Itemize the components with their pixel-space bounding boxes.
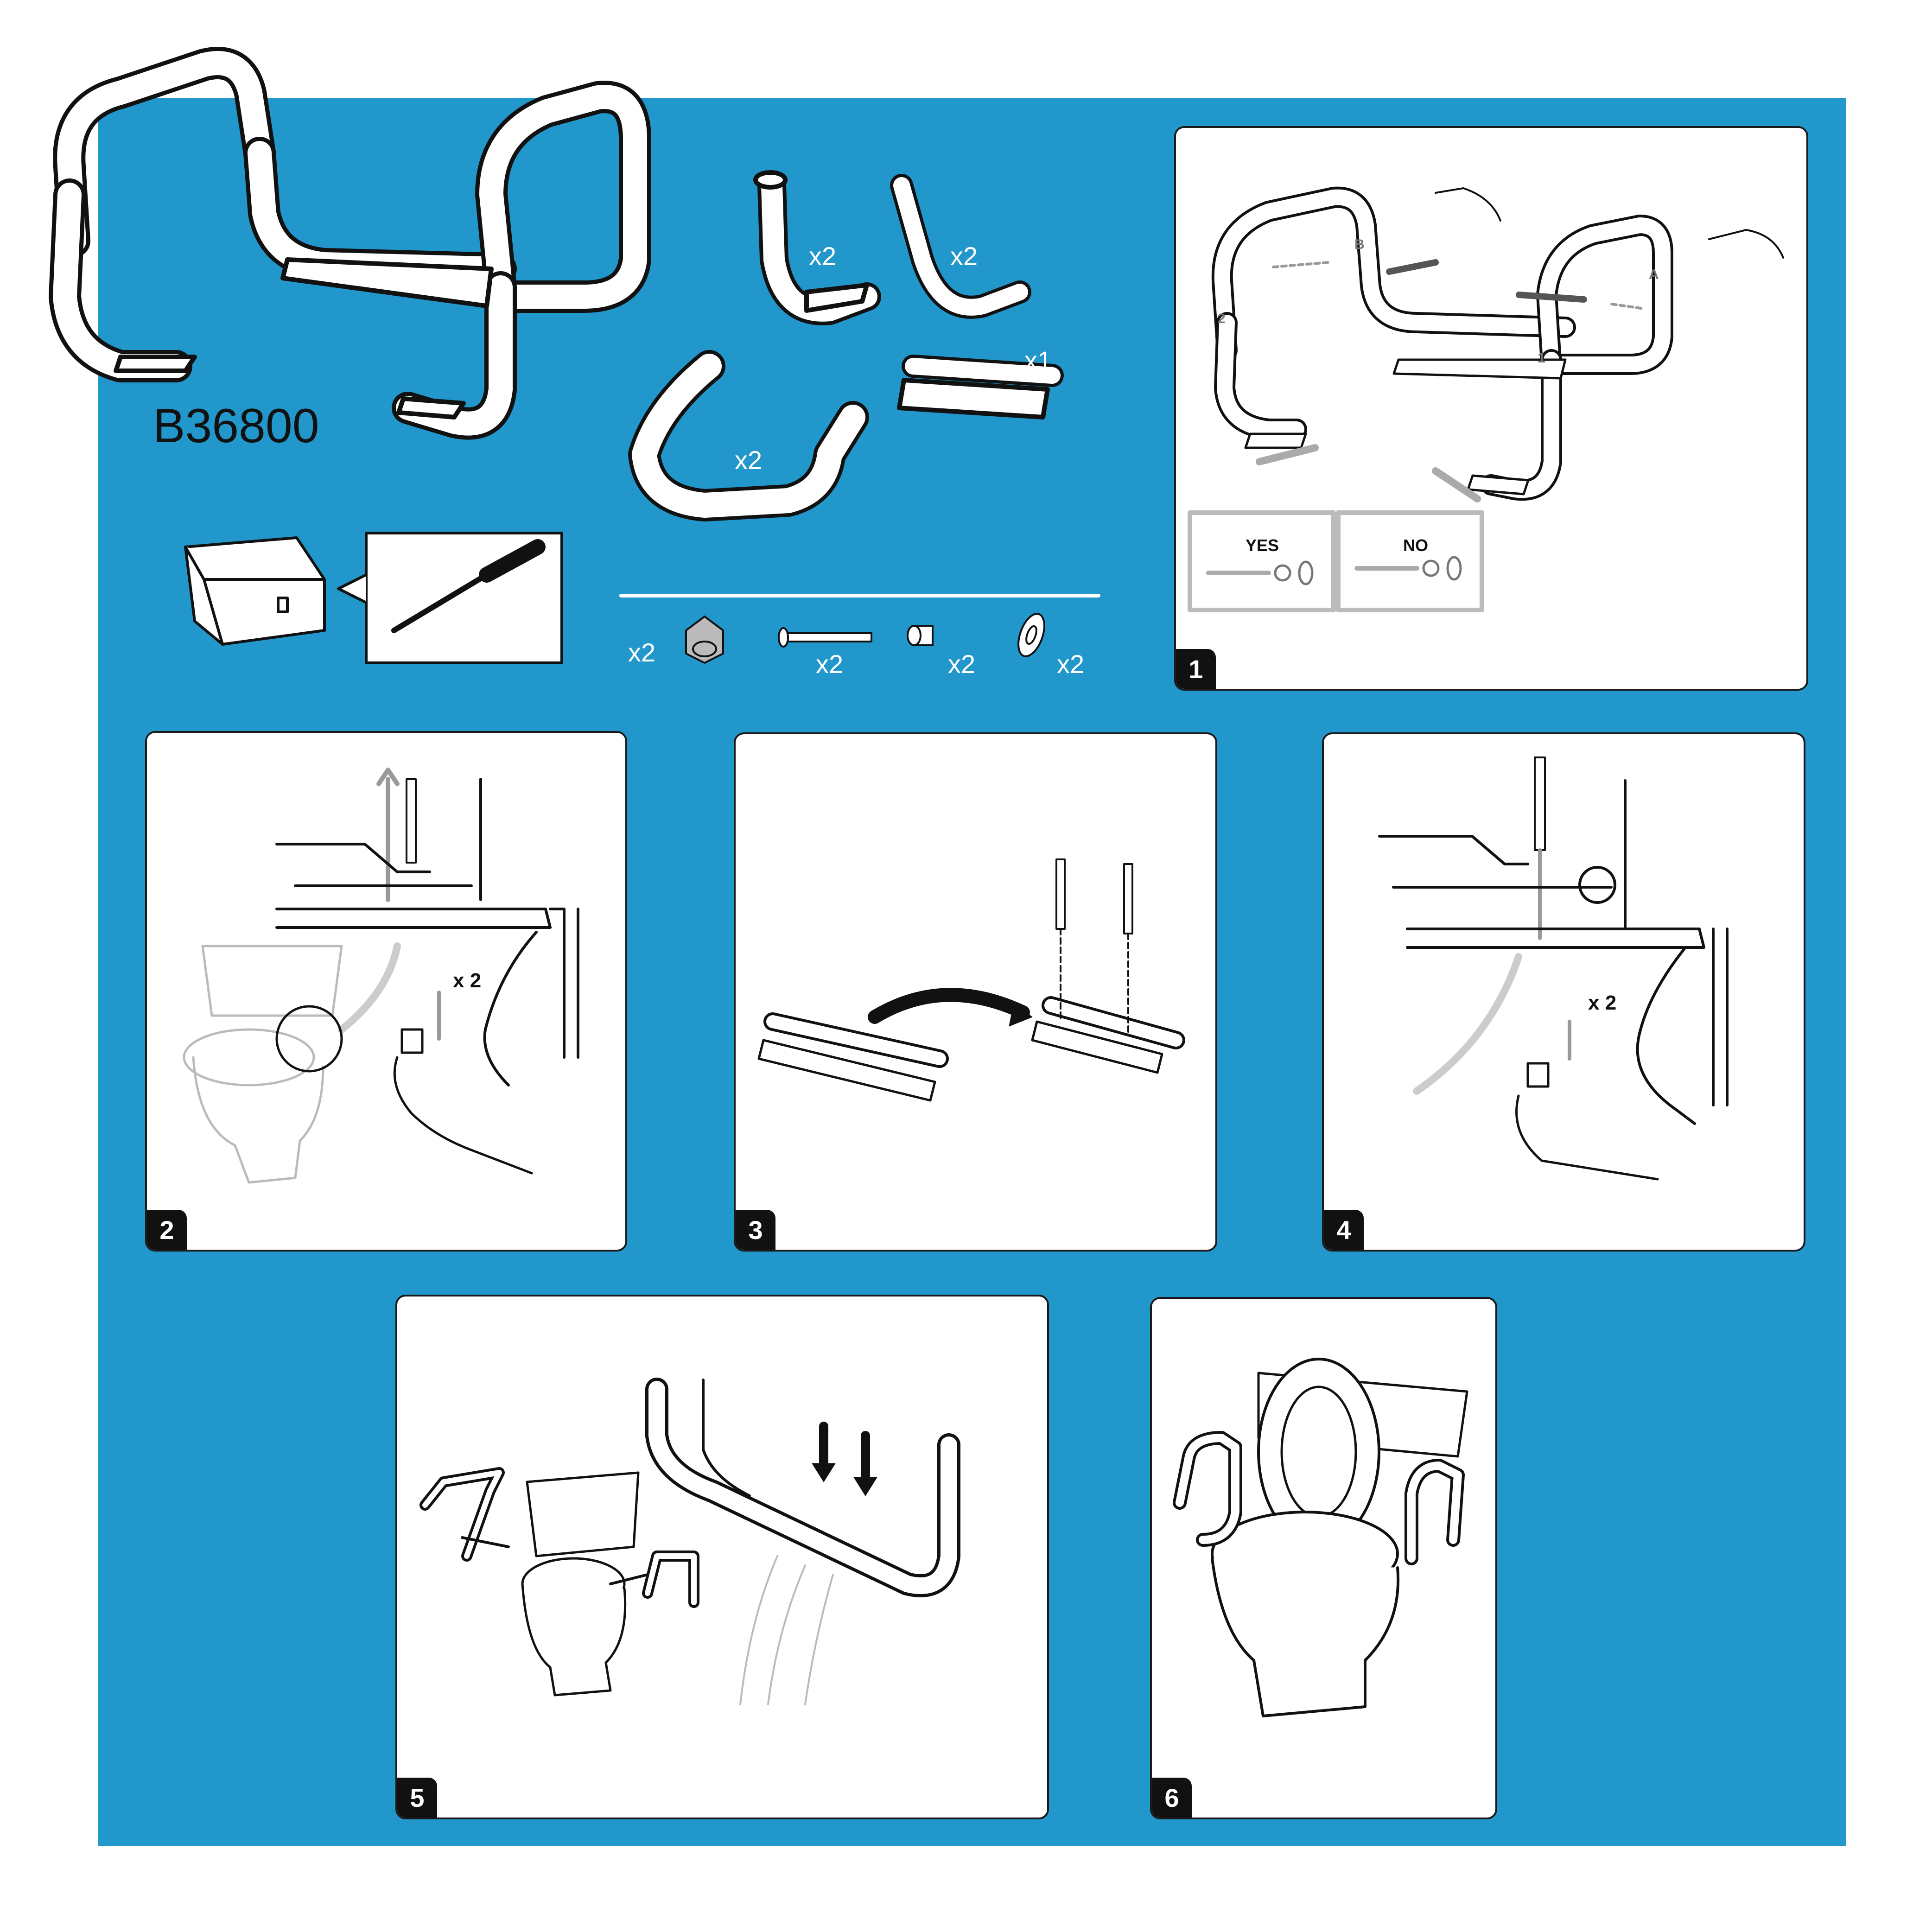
mark-2: 2	[1218, 311, 1226, 326]
step-2-panel: x 2 2	[145, 731, 627, 1252]
bolt-qty: x2	[816, 649, 844, 679]
bracket-part	[897, 355, 1064, 419]
step-6-panel: 6	[1150, 1297, 1497, 1819]
step-5-panel: 5	[395, 1295, 1049, 1819]
armrest-qty: x2	[735, 445, 763, 475]
spacer-part	[907, 625, 934, 646]
armrest-part	[628, 350, 869, 521]
spacer-qty: x2	[948, 649, 976, 679]
step-4-illustration	[1378, 756, 1729, 1181]
no-label: NO	[1403, 536, 1428, 555]
step-6-illustration	[1173, 1358, 1468, 1717]
step-2-number: 2	[147, 1210, 187, 1250]
step-4-panel: x 2 4	[1322, 732, 1805, 1252]
rear-leg-qty: x2	[950, 242, 978, 271]
step-5-illustration	[419, 1378, 960, 1705]
step-5-number: 5	[397, 1778, 437, 1818]
model-number: B36800	[153, 399, 319, 453]
washer-part	[1017, 613, 1045, 657]
yes-label: YES	[1246, 536, 1279, 555]
screwdriver-box	[337, 532, 563, 664]
mark-a: A	[1649, 267, 1659, 282]
step-4-number: 4	[1324, 1210, 1364, 1250]
mark-1: 1	[1538, 350, 1545, 366]
knob-part	[685, 616, 724, 664]
front-leg-part	[753, 170, 881, 325]
step-2-illustration	[183, 768, 579, 1184]
step-1-number: 1	[1176, 649, 1216, 689]
step-3-illustration	[757, 858, 1185, 1102]
step-2-count: x 2	[453, 969, 482, 992]
assembled-frame-drawing	[49, 47, 651, 440]
bolt-part	[778, 627, 872, 648]
rear-leg-part	[890, 174, 1031, 319]
bracket-qty: x1	[1024, 346, 1052, 375]
step-3-number: 3	[736, 1210, 775, 1250]
toolbox-drawing	[184, 536, 326, 646]
step-3-panel: 3	[734, 732, 1217, 1252]
mark-b: B	[1354, 237, 1365, 252]
step-4-count: x 2	[1588, 991, 1617, 1014]
step-6-number: 6	[1152, 1778, 1192, 1818]
front-leg-qty: x2	[809, 242, 837, 271]
knob-qty: x2	[628, 638, 656, 667]
washer-qty: x2	[1057, 649, 1085, 679]
step-1-illustration	[1188, 186, 1784, 612]
step-1-panel: YES NO B A 1 2 1	[1174, 126, 1808, 691]
